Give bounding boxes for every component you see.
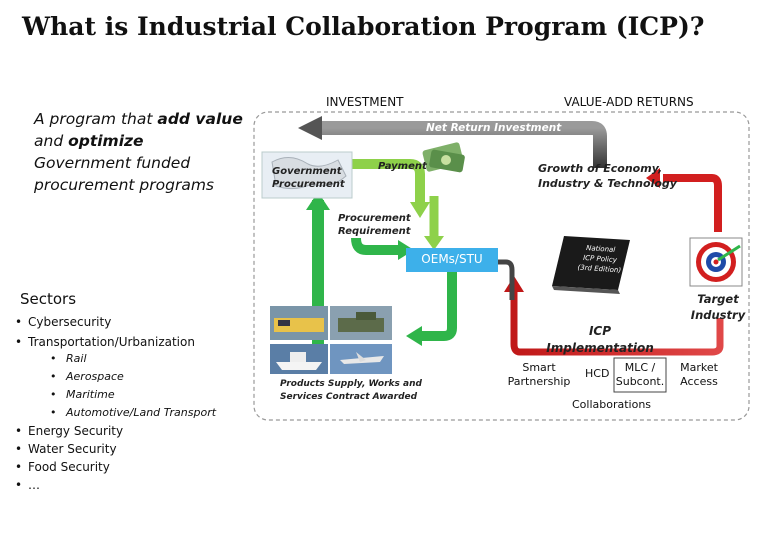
smart-partnership-line: Partnership: [507, 375, 571, 388]
products-supply-line: Services Contract Awarded: [280, 392, 418, 402]
mlc-box: [613, 357, 667, 393]
growth-line: Industry & Technology: [538, 177, 677, 190]
green-up-arrowhead: [306, 192, 330, 210]
net-return-arrow: [320, 121, 607, 168]
mlc-label: MLC / Subcont.: [614, 361, 666, 389]
mlc-line: MLC /: [624, 361, 656, 374]
target-industry-label: Target Industry: [688, 291, 748, 323]
green-oems-down-arrow: [420, 272, 457, 341]
intro-text: A program that add value and optimize Go…: [34, 108, 259, 196]
money-icon: [422, 142, 465, 173]
transport-sub-list: Rail Aerospace Maritime Automotive/Land …: [50, 350, 216, 422]
intro-line3: Government funded: [34, 154, 191, 172]
other-sectors-list: Energy Security Water Security Food Secu…: [14, 422, 123, 494]
growth-label: Growth of Economy, Industry & Technology: [538, 161, 677, 191]
ship-photo: [270, 344, 328, 374]
target-industry-line: Target: [697, 292, 739, 306]
target-icon: [689, 237, 743, 287]
payment-arrow: [352, 159, 425, 204]
collaborations-label: Collaborations: [572, 398, 652, 411]
net-return-investment-label: Net Return Investment: [426, 122, 562, 134]
growth-line: Growth of Economy,: [538, 162, 663, 175]
gov-procurement-line: Government: [272, 166, 342, 177]
government-procurement-label: Government Procurement: [272, 165, 345, 191]
intro-line4: procurement programs: [34, 176, 214, 194]
oems-box: [406, 248, 498, 272]
red-arrowhead-upper: [646, 168, 660, 188]
mlc-line: Subcont.: [615, 375, 665, 388]
map-icon: [261, 151, 353, 199]
products-supply-label: Products Supply, Works and Services Cont…: [280, 378, 422, 404]
procurement-requirement-line: Requirement: [338, 226, 411, 237]
green-right-arrow: [351, 237, 400, 255]
procurement-requirement-line: Procurement: [338, 213, 411, 224]
sub-sector-item: Aerospace: [66, 368, 216, 386]
value-add-returns-label: VALUE-ADD RETURNS: [564, 95, 694, 109]
smart-partnership-label: Smart Partnership: [504, 361, 574, 389]
intro-line1: A program that: [34, 110, 158, 128]
tank-photo: [330, 306, 392, 340]
payment-arrowhead: [410, 202, 430, 218]
net-return-arrowhead: [298, 116, 322, 140]
payment-label: Payment: [378, 161, 427, 172]
target-industry-line: Industry: [690, 308, 746, 322]
oems-to-icp-arrow: [498, 259, 515, 300]
diagram-border: [253, 111, 750, 421]
market-access-line: Access: [680, 375, 718, 388]
intro-bold-optimize: optimize: [68, 132, 144, 150]
train-photo: [270, 306, 328, 340]
market-access-label: Market Access: [672, 361, 726, 389]
sectors-list: Cybersecurity Transportation/Urbanizatio…: [14, 312, 195, 352]
red-arrow-upper: [663, 174, 722, 232]
red-arrow-lower: [510, 290, 724, 356]
intro-bold-add-value: add value: [157, 110, 243, 128]
sector-item: Transportation/Urbanization: [28, 332, 195, 352]
products-supply-line: Products Supply, Works and: [280, 379, 422, 389]
gov-procurement-line: Procurement: [272, 179, 345, 190]
investment-label: INVESTMENT: [326, 95, 404, 109]
procurement-requirement-label: Procurement Requirement: [338, 212, 411, 238]
green-oems-down-arrowhead: [406, 326, 422, 346]
sector-item: Cybersecurity: [28, 312, 195, 332]
sector-item: Water Security: [28, 440, 123, 458]
sub-sector-item: Maritime: [66, 386, 216, 404]
oems-stu-label: OEMs/STU: [421, 252, 483, 266]
book-icon: [552, 236, 630, 294]
icp-implementation-line: ICP: [588, 324, 612, 338]
sub-sector-item: Rail: [66, 350, 216, 368]
icp-implementation-label: ICP Implementation: [544, 323, 656, 357]
sectors-heading: Sectors: [20, 290, 77, 308]
smart-partnership-line: Smart: [522, 361, 556, 374]
icp-implementation-line: Implementation: [546, 341, 654, 355]
sector-item: Energy Security: [28, 422, 123, 440]
aircraft-photo: [330, 344, 392, 374]
intro-line2: and: [34, 132, 69, 150]
market-access-line: Market: [680, 361, 718, 374]
sub-sector-item: Automotive/Land Transport: [66, 404, 216, 422]
policy-book-label: National ICP Policy (3rd Edition): [571, 242, 629, 276]
page-title: What is Industrial Collaboration Program…: [22, 12, 705, 41]
lime-to-oems-arrowhead: [424, 236, 444, 250]
sector-item: Food Security: [28, 458, 123, 476]
hcd-label: HCD: [585, 367, 610, 380]
sector-item: …: [28, 476, 123, 494]
